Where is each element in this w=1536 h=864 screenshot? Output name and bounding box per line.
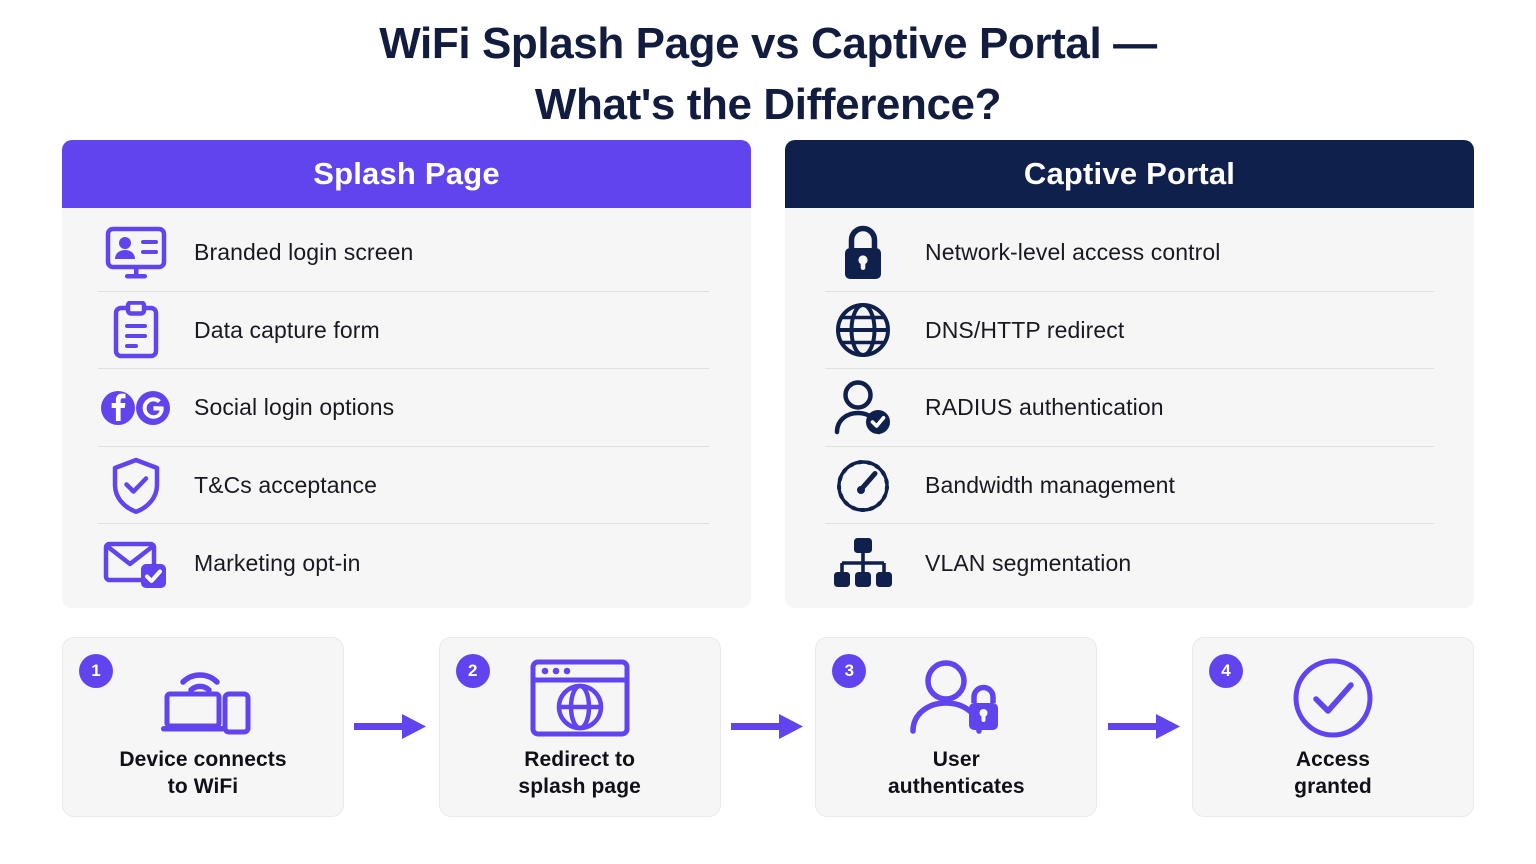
shield-check-icon bbox=[98, 456, 174, 516]
comparison-panels: Splash Page Branded bbox=[62, 140, 1474, 608]
list-item-label: VLAN segmentation bbox=[925, 549, 1132, 576]
list-item: RADIUS authentication bbox=[785, 369, 1474, 447]
list-item: Branded login screen bbox=[62, 214, 751, 292]
list-item: Data capture form bbox=[62, 292, 751, 370]
list-item-label: Data capture form bbox=[194, 316, 380, 343]
list-item-label: Marketing opt-in bbox=[194, 549, 361, 576]
flow-step-4-label: Access granted bbox=[1294, 748, 1372, 798]
speedometer-icon bbox=[825, 456, 901, 516]
flow-step-3: 3 User authenticates bbox=[815, 637, 1098, 817]
page-title-line-2: What's the Difference? bbox=[534, 79, 1002, 129]
devices-wifi-icon bbox=[149, 659, 257, 737]
panel-splash-page-heading: Splash Page bbox=[62, 140, 751, 208]
social-login-icon bbox=[98, 378, 174, 438]
flow-step-1-label: Device connects to WiFi bbox=[119, 748, 287, 798]
envelope-check-icon bbox=[98, 533, 174, 593]
list-item: VLAN segmentation bbox=[785, 524, 1474, 602]
list-item-label: Network-level access control bbox=[925, 239, 1221, 266]
list-item-label: DNS/HTTP redirect bbox=[925, 316, 1125, 343]
user-check-icon bbox=[825, 378, 901, 438]
panel-captive-portal: Captive Portal Network-level access cont… bbox=[785, 140, 1474, 608]
list-item: Bandwidth management bbox=[785, 447, 1474, 525]
process-flow: 1 Device connects to WiFi 2 bbox=[62, 637, 1475, 817]
list-item: Social login options bbox=[62, 369, 751, 447]
flow-step-1-number: 1 bbox=[79, 654, 113, 688]
user-lock-icon bbox=[906, 659, 1006, 737]
browser-globe-icon bbox=[530, 659, 630, 737]
network-tree-icon bbox=[825, 533, 901, 593]
flow-step-2-label: Redirect to splash page bbox=[518, 748, 641, 798]
list-item-label: Bandwidth management bbox=[925, 472, 1176, 499]
clipboard-form-icon bbox=[98, 300, 174, 360]
list-item: DNS/HTTP redirect bbox=[785, 292, 1474, 370]
list-item-label: Social login options bbox=[194, 394, 395, 421]
panel-captive-portal-heading: Captive Portal bbox=[785, 140, 1474, 208]
panel-captive-portal-list: Network-level access control DNS/HTTP re… bbox=[785, 208, 1474, 608]
flow-step-3-number: 3 bbox=[832, 654, 867, 688]
globe-icon bbox=[825, 300, 901, 360]
arrow-right-icon bbox=[344, 637, 439, 817]
padlock-icon bbox=[825, 223, 901, 283]
flow-step-2-number: 2 bbox=[455, 654, 490, 688]
check-circle-icon bbox=[1292, 658, 1374, 738]
list-item-label: RADIUS authentication bbox=[925, 394, 1164, 421]
list-item: Marketing opt-in bbox=[62, 524, 751, 602]
list-item-label: Branded login screen bbox=[194, 239, 414, 266]
flow-step-4: 4 Access granted bbox=[1192, 637, 1475, 817]
flow-step-2: 2 Redirect to splash page bbox=[438, 637, 721, 817]
flow-step-1: 1 Device connects to WiFi bbox=[62, 637, 344, 817]
panel-splash-page: Splash Page Branded bbox=[62, 140, 751, 608]
list-item: T&Cs acceptance bbox=[62, 447, 751, 525]
list-item: Network-level access control bbox=[785, 214, 1474, 292]
arrow-right-icon bbox=[721, 637, 816, 817]
list-item-label: T&Cs acceptance bbox=[194, 472, 378, 499]
arrow-right-icon bbox=[1097, 637, 1192, 817]
page-title: WiFi Splash Page vs Captive Portal — Wha… bbox=[0, 14, 1536, 135]
flow-step-3-label: User authenticates bbox=[888, 748, 1025, 798]
panel-splash-page-list: Branded login screen Data capture form bbox=[62, 208, 751, 608]
monitor-id-card-icon bbox=[98, 223, 174, 283]
flow-step-4-number: 4 bbox=[1209, 654, 1244, 688]
page-title-line-1: WiFi Splash Page vs Captive Portal — bbox=[379, 19, 1157, 68]
